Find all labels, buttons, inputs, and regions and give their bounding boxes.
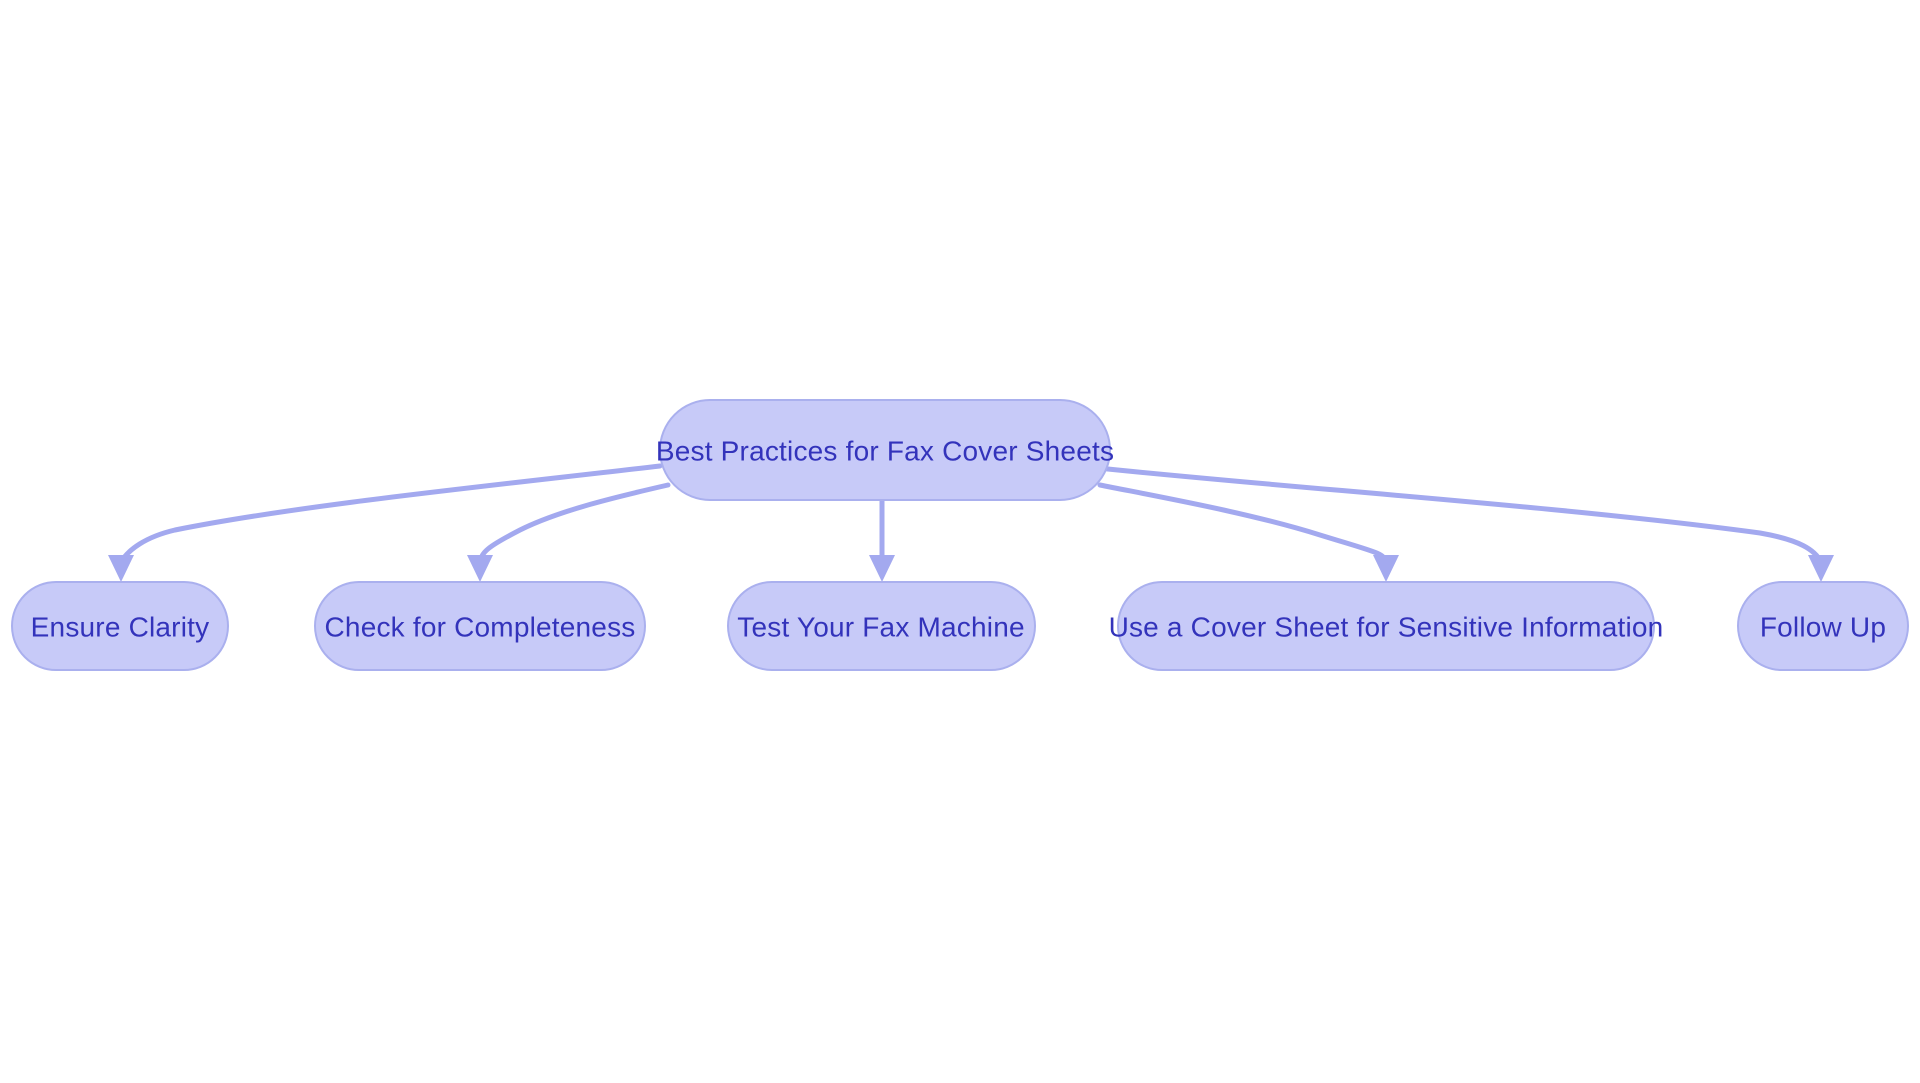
node-ensure-clarity-label: Ensure Clarity	[31, 612, 210, 643]
node-cover-sheet-sensitive[interactable]: Use a Cover Sheet for Sensitive Informat…	[1109, 581, 1664, 671]
arrowhead-check-completeness	[467, 555, 493, 582]
node-root-shape[interactable]	[659, 399, 1111, 501]
edge-root-to-cover-sheet-sensitive	[1097, 482, 1399, 582]
edge-layer	[108, 463, 1834, 582]
node-root[interactable]: Best Practices for Fax Cover Sheets	[656, 399, 1114, 501]
node-cover-sheet-sensitive-label: Use a Cover Sheet for Sensitive Informat…	[1109, 612, 1664, 643]
edge-root-to-follow-up	[1095, 465, 1834, 582]
arrowhead-cover-sheet-sensitive	[1373, 555, 1399, 582]
node-check-completeness-shape[interactable]	[314, 581, 646, 671]
node-root-label: Best Practices for Fax Cover Sheets	[656, 436, 1114, 467]
edge-path-ensure-clarity	[118, 463, 663, 565]
node-ensure-clarity[interactable]: Ensure Clarity	[11, 581, 229, 671]
arrowhead-ensure-clarity	[108, 555, 134, 582]
edge-root-to-check-completeness	[467, 482, 671, 582]
node-test-fax-machine[interactable]: Test Your Fax Machine	[727, 581, 1036, 671]
node-test-fax-machine-label: Test Your Fax Machine	[737, 612, 1024, 643]
node-layer: Best Practices for Fax Cover Sheets Ensu…	[11, 399, 1909, 671]
edge-path-follow-up	[1095, 465, 1824, 565]
edge-root-to-test-fax-machine	[869, 497, 895, 582]
arrowhead-test-fax-machine	[869, 555, 895, 582]
edge-path-cover-sheet-sensitive	[1097, 482, 1389, 565]
edge-root-to-ensure-clarity	[108, 463, 663, 582]
node-follow-up-label: Follow Up	[1760, 612, 1886, 643]
edge-path-check-completeness	[477, 482, 671, 565]
node-test-fax-machine-shape[interactable]	[727, 581, 1036, 671]
node-follow-up-shape[interactable]	[1737, 581, 1909, 671]
arrowhead-follow-up	[1808, 555, 1834, 582]
node-check-completeness-label: Check for Completeness	[325, 612, 636, 643]
node-follow-up[interactable]: Follow Up	[1737, 581, 1909, 671]
node-cover-sheet-sensitive-shape[interactable]	[1117, 581, 1655, 671]
node-check-completeness[interactable]: Check for Completeness	[314, 581, 646, 671]
node-ensure-clarity-shape[interactable]	[11, 581, 229, 671]
